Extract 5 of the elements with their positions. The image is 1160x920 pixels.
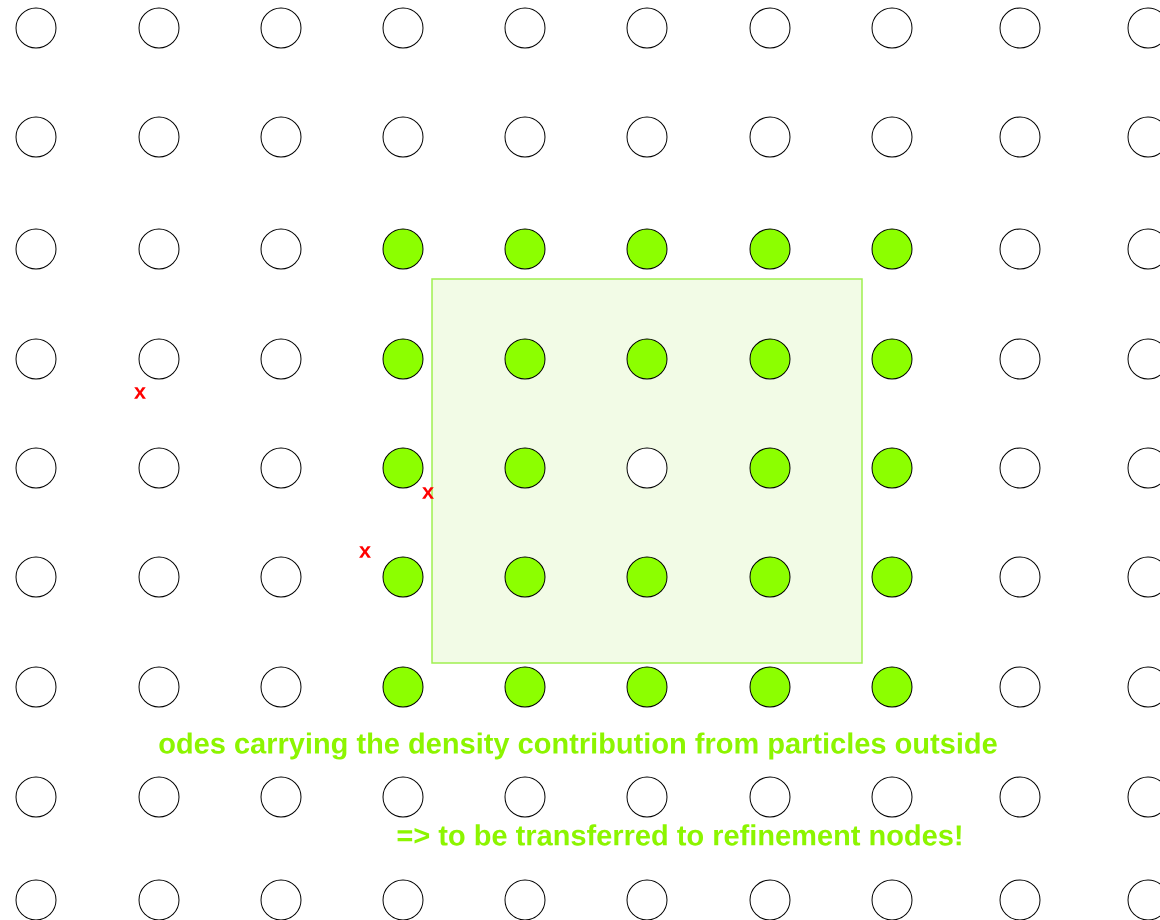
- annotation-text: odes carrying the density contribution from particles outside: [159, 732, 997, 760]
- particle-mark: x: [134, 387, 146, 399]
- annotation-text: => to be transferred to refinement nodes!: [397, 824, 961, 846]
- particle-mark: x: [422, 487, 434, 499]
- particle-mark: x: [359, 546, 371, 558]
